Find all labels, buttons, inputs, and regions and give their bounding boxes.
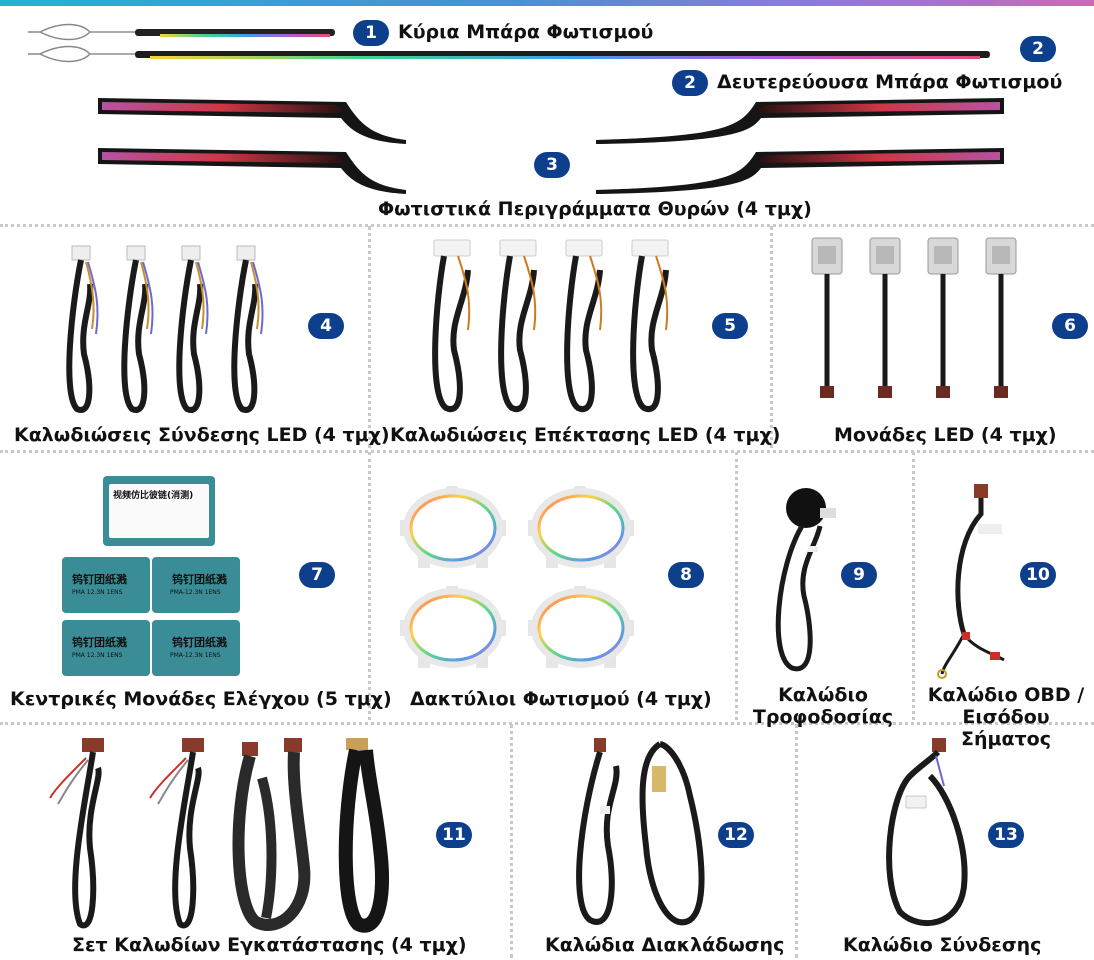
divider-v1 [368, 226, 371, 448]
divider-row2 [0, 450, 1094, 453]
item-10-badge: 10 [1020, 562, 1056, 588]
control-module-3-title: 钨钉团纸溅 [72, 636, 127, 649]
item-2-label: Δευτερεύουσα Μπάρα Φωτισμού [717, 71, 1063, 93]
item-6-label: Μονάδες LED (4 τμχ) [834, 424, 1057, 446]
power-cable-image [775, 488, 836, 672]
item-9-badge: 9 [841, 562, 877, 588]
divider-v5 [912, 452, 915, 720]
light-rings-image [398, 486, 646, 676]
item-5-badge: 5 [712, 313, 748, 339]
control-module-top: 视频仿比彼链(消测) [103, 476, 215, 546]
control-module-3: 钨钉团纸溅 PMA 12.3N 1ENS [62, 620, 150, 676]
control-module-top-title: 视频仿比彼链(消测) [113, 491, 194, 501]
control-module-4-code: PMA-12.3N 1ENS [170, 652, 221, 659]
divider-row1 [0, 224, 1094, 227]
item-6-badge: 6 [1052, 313, 1088, 339]
item-10-label-line1: Καλώδιο OBD / [927, 684, 1085, 706]
item-2-badge: 2 [672, 70, 708, 96]
item-8-label: Δακτύλιοι Φωτισμού (4 τμχ) [410, 688, 712, 710]
control-module-2: 钨钉团纸溅 PMA-12.3N 1ENS [152, 557, 240, 613]
control-module-1-title: 钨钉团纸溅 [72, 573, 127, 586]
item-10-label-line2: Εισόδου Σήματος [961, 706, 1051, 750]
item-7-badge: 7 [299, 562, 335, 588]
item-9-label-line2: Τροφοδοσίας [752, 706, 894, 728]
item-13-badge: 13 [988, 822, 1024, 848]
divider-v7 [795, 724, 798, 958]
item-13-label: Καλώδιο Σύνδεσης [843, 934, 1042, 956]
item-9-label-line1: Καλώδιο [778, 684, 868, 706]
item-3-label: Φωτιστικά Περιγράμματα Θυρών (4 τμχ) [378, 198, 812, 220]
item-5-label: Καλωδιώσεις Επέκτασης LED (4 τμχ) [390, 424, 781, 446]
divider-v3 [368, 452, 371, 720]
control-module-2-title: 钨钉团纸溅 [172, 573, 227, 586]
obd-cable-image [937, 484, 1005, 679]
item-4-badge: 4 [308, 313, 344, 339]
control-module-2-code: PMA-12.3N 1ENS [170, 589, 221, 596]
control-module-top-sticker: 视频仿比彼链(消测) [109, 484, 209, 538]
main-light-bar-image [28, 23, 990, 63]
item-1-badge: 1 [353, 20, 389, 46]
item-1-label: Κύρια Μπάρα Φωτισμού [398, 21, 654, 43]
branch-cables-image [576, 738, 705, 926]
control-module-1: 钨钉团纸溅 PMA 12.3N 1ENS [62, 557, 150, 613]
top-gradient-bar [0, 0, 1094, 6]
item-8-badge: 8 [668, 562, 704, 588]
divider-v6 [510, 724, 513, 958]
control-module-4: 钨钉团纸溅 PMA-12.3N 1ENS [152, 620, 240, 676]
item-10-label: Καλώδιο OBD / Εισόδου Σήματος [918, 684, 1094, 750]
item-12-label: Καλώδια Διακλάδωσης [545, 934, 785, 956]
control-module-3-code: PMA 12.3N 1ENS [72, 652, 123, 659]
item-11-label: Σετ Καλωδίων Εγκατάστασης (4 τμχ) [72, 934, 467, 956]
connection-cable-image [886, 738, 968, 927]
led-modules-image [811, 236, 1038, 416]
divider-v2 [770, 226, 773, 448]
item-9-label: Καλώδιο Τροφοδοσίας [748, 684, 898, 728]
item-12-badge: 12 [718, 822, 754, 848]
item-2-badge-right: 2 [1020, 36, 1056, 62]
led-connection-harness-image [66, 244, 292, 419]
item-7-label: Κεντρικές Μονάδες Ελέγχου (5 τμχ) [10, 688, 392, 710]
installation-cables-image [49, 738, 389, 933]
item-4-label: Καλωδιώσεις Σύνδεσης LED (4 τμχ) [14, 424, 390, 446]
led-extension-harness-image [432, 240, 688, 420]
control-module-1-code: PMA 12.3N 1ENS [72, 589, 123, 596]
divider-row3 [0, 722, 1094, 725]
divider-v4 [735, 452, 738, 720]
door-trims-image [98, 98, 1004, 194]
item-3-badge: 3 [534, 152, 570, 178]
item-11-badge: 11 [436, 822, 472, 848]
control-module-4-title: 钨钉团纸溅 [172, 636, 227, 649]
